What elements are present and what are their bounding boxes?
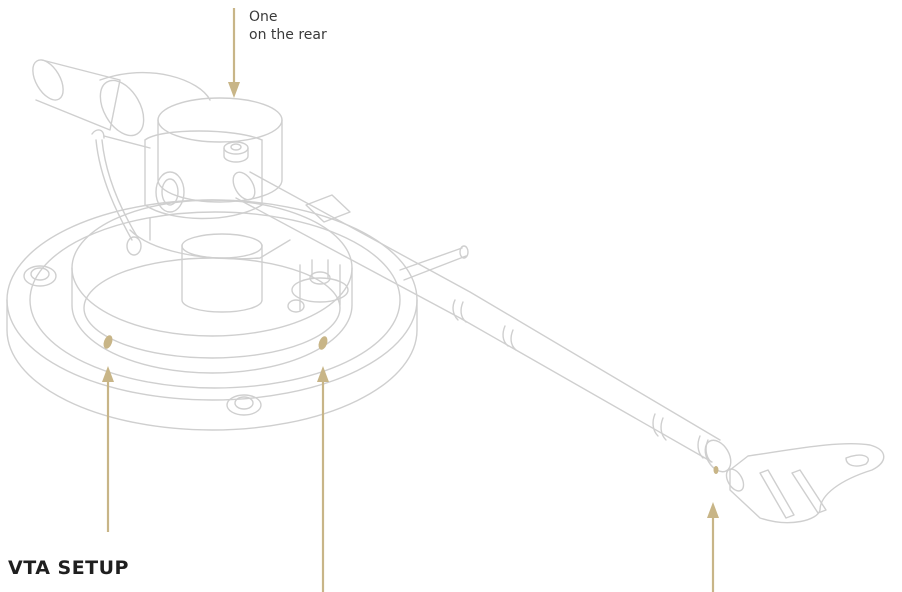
arrow-left-screw xyxy=(102,366,114,532)
anti-skate-wire xyxy=(91,129,142,256)
base-mounting-screw-front xyxy=(226,394,262,416)
arrow-right-screw xyxy=(317,366,329,592)
annotation-rear-line1: One xyxy=(249,9,278,25)
arm-pillar xyxy=(129,217,291,313)
base-mounting-screw-left xyxy=(23,265,57,287)
arm-lift-post xyxy=(287,194,469,313)
arrow-headshell xyxy=(707,502,719,592)
annotation-rear-line2: on the rear xyxy=(249,27,327,43)
vta-adjust-screw-headshell xyxy=(713,466,719,474)
pivot-housing xyxy=(144,97,283,220)
arm-tube xyxy=(232,171,732,473)
annotation-rear: One on the rear xyxy=(249,8,327,44)
vta-adjust-screw-left xyxy=(103,335,113,349)
tonearm-base xyxy=(6,199,418,431)
counterweight xyxy=(32,59,211,149)
page-title: VTA SETUP xyxy=(8,557,129,579)
arrow-rear xyxy=(228,8,240,98)
headshell xyxy=(725,442,885,524)
vta-adjust-screw-right xyxy=(318,336,328,350)
